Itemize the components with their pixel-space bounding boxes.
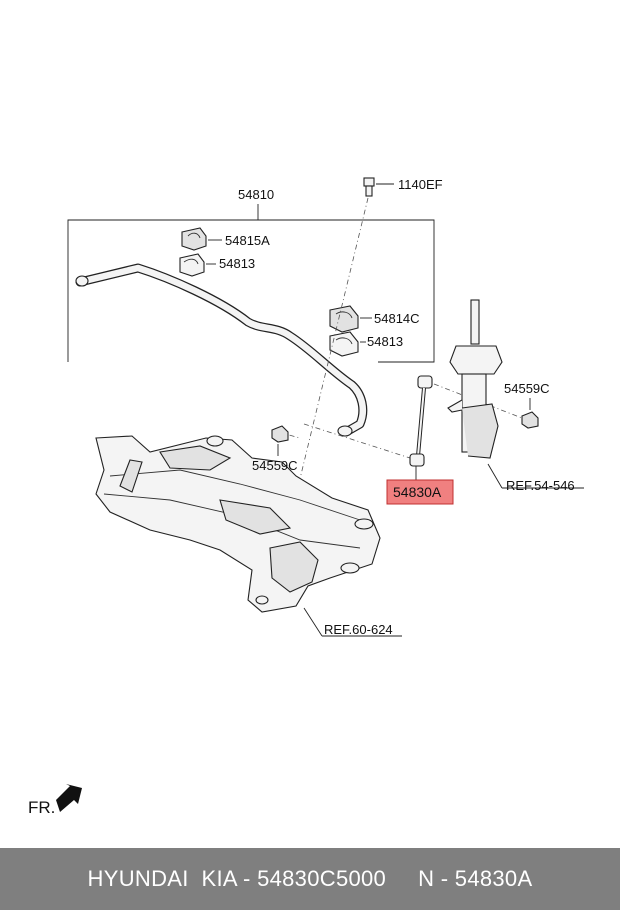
nut-54559c-right — [521, 398, 539, 429]
label-1140ef: 1140EF — [398, 177, 443, 192]
bushing-54815a — [181, 227, 207, 251]
stabilizer-link-54830a — [409, 375, 433, 480]
ref-subframe-label: REF.60-624 — [324, 622, 393, 637]
label-54815a: 54815A — [225, 233, 270, 248]
strut-assembly — [447, 299, 584, 489]
ref-strut-label: REF.54-546 — [506, 478, 575, 493]
label-54810: 54810 — [238, 187, 274, 202]
parts-diagram: 1140EF 54810 54815A 54813 54814C 54813 5… — [28, 177, 584, 817]
nut-54559c-left — [271, 425, 289, 456]
assembly-bracket-outline — [67, 204, 435, 363]
label-54813-right: 54813 — [367, 334, 403, 349]
bracket-54813-left — [179, 253, 205, 277]
label-54814c: 54814C — [374, 311, 420, 326]
footer-part-number: HYUNDAI KIA - 54830C5000 N - 54830A — [87, 866, 533, 891]
label-54813-left: 54813 — [219, 256, 255, 271]
highlighted-part-label: 54830A — [386, 479, 454, 505]
label-54830a: 54830A — [393, 484, 442, 500]
label-leaders — [206, 239, 372, 343]
bolt-1140ef — [363, 177, 394, 197]
bushing-54814c — [329, 305, 359, 333]
label-54559c-left: 54559C — [252, 458, 298, 473]
bracket-54813-right — [329, 331, 359, 357]
front-subframe — [95, 435, 402, 637]
footer-bar: HYUNDAI KIA - 54830C5000 N - 54830A — [0, 848, 620, 910]
front-label: FR. — [28, 798, 55, 817]
stabilizer-bar — [75, 263, 368, 437]
front-direction-indicator: FR. — [28, 784, 82, 817]
label-54559c-right: 54559C — [504, 381, 550, 396]
